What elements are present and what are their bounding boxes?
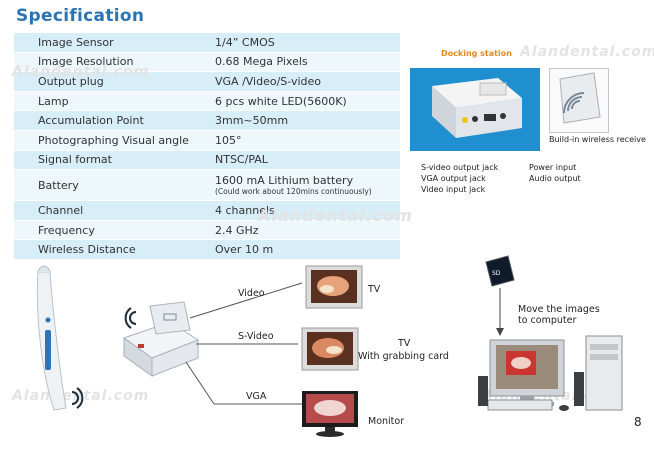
vga-label: VGA [246, 391, 267, 402]
computer-icon [478, 335, 623, 411]
computer-caption: Move the images to computer [518, 304, 600, 326]
tv2-label: TV [398, 338, 411, 349]
spec-value: VGA /Video/S-video [210, 71, 400, 92]
connection-lines [185, 282, 303, 405]
spec-note: (Could work about 120mins continuously) [215, 187, 372, 197]
wireless-receiver-icon [559, 72, 601, 124]
jack-label: Video input jack [421, 185, 486, 194]
spec-label: Battery [14, 169, 210, 202]
spec-label: Signal format [14, 150, 210, 171]
watermark: Alandental.com [258, 206, 413, 225]
jacks-right: Power input Audio output [529, 162, 581, 184]
wireless-receiver-photo [549, 68, 609, 133]
svg-text:SD: SD [492, 270, 501, 277]
spec-label: Output plug [14, 71, 210, 92]
spec-label: Lamp [14, 91, 210, 112]
monitor-icon [302, 391, 358, 437]
jack-label: S-video output jack [421, 163, 499, 172]
watermark: Alandental.com [12, 64, 150, 80]
spec-value: 0.68 Mega Pixels [210, 52, 400, 73]
spec-label: Image Resolution [14, 52, 210, 73]
spec-value: 105° [210, 130, 400, 151]
tv-label: TV [368, 284, 381, 295]
spec-value: 1600 mA Lithium battery [215, 174, 354, 188]
spec-label: Image Sensor [14, 33, 210, 53]
docking-station-icon [122, 301, 200, 377]
computer-caption-line: to computer [518, 315, 577, 326]
spec-value: 4 channels [210, 200, 400, 221]
spec-value: 2.4 GHz [210, 220, 400, 241]
spec-label: Photographing Visual angle [14, 130, 210, 151]
spec-value: 6 pcs white LED(5600K) [210, 91, 400, 112]
connection-diagram: SD [36, 255, 623, 437]
spec-value-cell: 1600 mA Lithium battery(Could work about… [210, 169, 400, 202]
monitor-label: Monitor [368, 416, 405, 427]
docking-photo [410, 68, 540, 151]
spec-value: Over 10 m [210, 239, 400, 260]
sd-card-icon: SD [485, 255, 515, 287]
svideo-label: S-Video [238, 331, 274, 342]
docking-title: Docking station [441, 49, 512, 58]
grabbing-card-label: With grabbing card [358, 351, 449, 362]
tv-icon [305, 265, 363, 309]
watermark: Alandental.com [12, 388, 150, 404]
spec-label: Wireless Distance [14, 239, 210, 260]
intraoral-camera-icon [36, 265, 67, 411]
spec-label: Accumulation Point [14, 110, 210, 131]
spec-value: 3mm~50mm [210, 110, 400, 131]
wireless-signal-icon [71, 307, 137, 409]
tv-icon [301, 327, 359, 371]
spec-value: NTSC/PAL [210, 150, 400, 171]
computer-caption-line: Move the images [518, 304, 600, 315]
jack-label: Power input [529, 163, 577, 172]
spec-label: Channel [14, 200, 210, 221]
page-number: 8 [634, 415, 642, 429]
spec-label: Frequency [14, 220, 210, 241]
video-label: Video [238, 288, 265, 299]
spec-value: 1/4” CMOS [210, 33, 400, 53]
wireless-caption: Build-in wireless receive [549, 135, 646, 144]
jacks-left: S-video output jack VGA output jack Vide… [421, 162, 498, 195]
jack-label: VGA output jack [421, 174, 486, 183]
page-title: Specification [16, 6, 145, 26]
arrow-head [496, 328, 504, 336]
watermark: Alandental.com [520, 44, 654, 60]
docking-station-icon [410, 68, 540, 151]
jack-label: Audio output [529, 174, 581, 183]
